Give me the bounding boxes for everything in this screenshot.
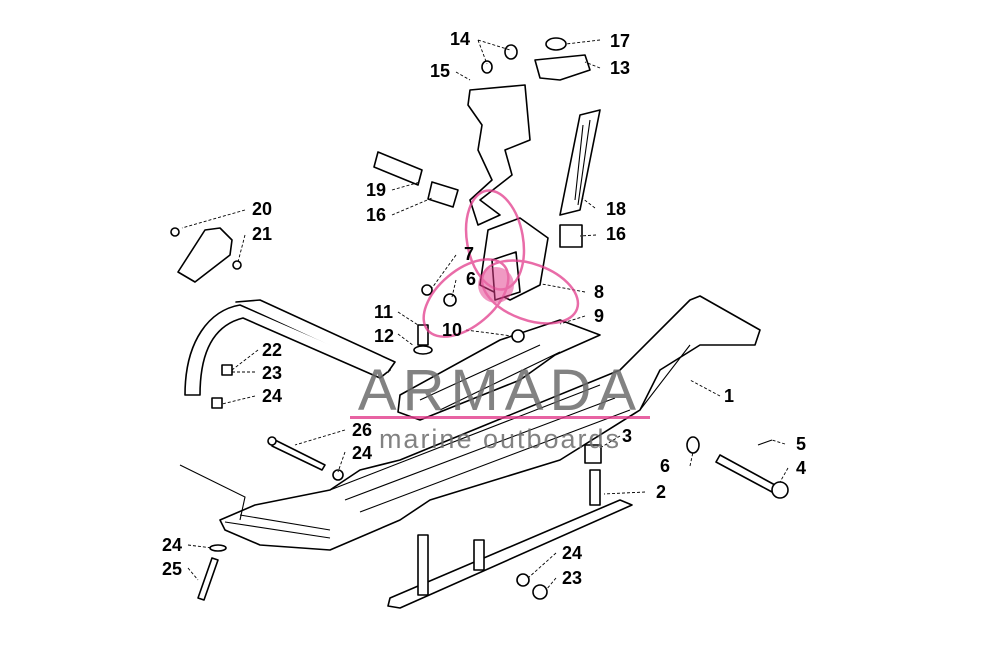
callout-6-lower: 6: [660, 456, 670, 476]
rear-bolt: [197, 544, 227, 601]
callout-24-lower-left: 24: [162, 535, 182, 555]
spindle-fasteners: [413, 284, 525, 355]
leader-lines: [179, 39, 789, 591]
callout-19: 19: [366, 180, 386, 200]
callout-7: 7: [464, 244, 474, 264]
ski-bracket: [170, 227, 242, 283]
callout-18: 18: [606, 199, 626, 219]
callout-15: 15: [430, 61, 450, 81]
watermark: ARMADA marine outboards: [350, 189, 650, 454]
watermark-brand: ARMADA: [358, 358, 642, 423]
callout-23-lower: 23: [562, 568, 582, 588]
callout-13: 13: [610, 58, 630, 78]
lower-nut: [516, 573, 548, 600]
callout-12: 12: [374, 326, 394, 346]
bushing-rod: [373, 151, 459, 208]
callout-9: 9: [594, 306, 604, 326]
watermark-tagline: marine outboards: [379, 424, 621, 454]
callout-23-upper: 23: [262, 363, 282, 383]
ski-body: [219, 295, 761, 551]
callout-25: 25: [162, 559, 182, 579]
callouts: 14 17 15 13 19 18 16 16 20 21 7 6 8 11 9…: [162, 29, 806, 588]
callout-1: 1: [724, 386, 734, 406]
handle-bolt: [267, 436, 344, 481]
callout-26: 26: [352, 420, 372, 440]
callout-24-lower-right: 24: [562, 543, 582, 563]
callout-24-upper: 24: [262, 386, 282, 406]
watermark-divider: [350, 416, 650, 419]
ski-loop-handle: [184, 299, 396, 409]
callout-22: 22: [262, 340, 282, 360]
wear-bar: [387, 444, 633, 609]
ski-decal: [559, 109, 601, 216]
callout-3: 3: [622, 426, 632, 446]
spindle-bolt: [686, 436, 789, 499]
callout-8: 8: [594, 282, 604, 302]
propeller-logo-icon: [422, 189, 580, 338]
callout-10: 10: [442, 320, 462, 340]
callout-16-right: 16: [606, 224, 626, 244]
callout-16-left: 16: [366, 205, 386, 225]
callout-14: 14: [450, 29, 470, 49]
callout-20: 20: [252, 199, 272, 219]
callout-4: 4: [796, 458, 806, 478]
spindle-arm: [467, 37, 591, 226]
callout-5: 5: [796, 434, 806, 454]
callout-6-upper: 6: [466, 269, 476, 289]
callout-17: 17: [610, 31, 630, 51]
callout-2: 2: [656, 482, 666, 502]
callout-24-middle: 24: [352, 443, 372, 463]
callout-21: 21: [252, 224, 272, 244]
callout-11: 11: [374, 302, 393, 322]
